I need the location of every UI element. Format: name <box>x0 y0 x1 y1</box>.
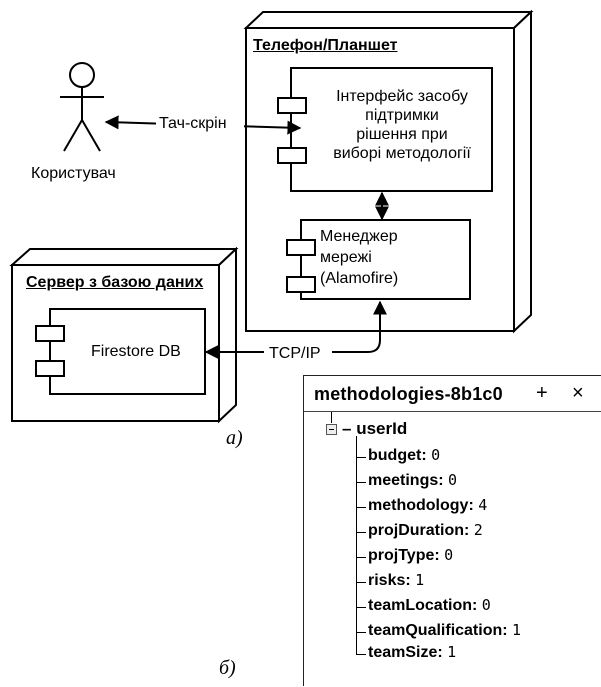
field-key: teamSize: <box>368 644 443 661</box>
root-prefix: – <box>342 419 352 438</box>
field-value: 1 <box>512 621 522 639</box>
field-key: risks: <box>368 572 411 589</box>
caption-b: б) <box>219 657 236 679</box>
touch-label-bg <box>156 113 244 133</box>
field-row-risks[interactable]: risks: 1 <box>368 571 424 590</box>
field-value: 1 <box>415 571 425 589</box>
branch-line <box>356 654 366 655</box>
document-tree: – userId budget: 0 meetings: 0 methodolo… <box>304 412 601 687</box>
deployment-diagram: Телефон/Планшет Інтерфейс засобу підтрим… <box>9 9 534 424</box>
branch-line <box>356 457 366 458</box>
field-row-budget[interactable]: budget: 0 <box>368 446 440 465</box>
caption-a: а) <box>226 427 243 449</box>
document-node[interactable]: – userId <box>342 419 407 439</box>
branch-line <box>356 507 366 508</box>
field-key: methodology: <box>368 497 474 514</box>
tree-trunk <box>356 436 357 654</box>
field-value: 0 <box>444 546 454 564</box>
network-component-line-2: мережі <box>320 249 372 266</box>
field-key: teamLocation: <box>368 597 478 614</box>
field-key: meetings: <box>368 472 444 489</box>
close-icon[interactable]: × <box>572 382 584 404</box>
field-row-teamsize[interactable]: teamSize: 1 <box>368 643 456 662</box>
tcp-label-bg <box>264 343 332 363</box>
field-row-projduration[interactable]: projDuration: 2 <box>368 521 483 540</box>
touch-link-label: Тач-скрін <box>159 115 227 132</box>
tcp-link-line <box>204 300 387 359</box>
branch-line <box>356 532 366 533</box>
network-component-line-3: (Alamofire) <box>320 270 399 287</box>
branch-line <box>356 557 366 558</box>
firestore-panel: methodologies-8b1c0 + × – userId budget:… <box>303 375 601 686</box>
field-value: 0 <box>431 446 441 464</box>
field-row-meetings[interactable]: meetings: 0 <box>368 471 457 490</box>
branch-line <box>356 607 366 608</box>
db-component-label: Firestore DB <box>91 343 181 360</box>
phone-node-title: Телефон/Планшет <box>253 37 398 54</box>
document-id: userId <box>356 419 408 438</box>
ui-component-line-2: підтримки <box>365 107 439 124</box>
field-row-projtype[interactable]: projType: 0 <box>368 546 453 565</box>
add-icon[interactable]: + <box>536 382 548 404</box>
field-value: 0 <box>481 596 491 614</box>
user-actor <box>60 62 104 152</box>
field-key: projDuration: <box>368 522 470 539</box>
field-row-teamlocation[interactable]: teamLocation: 0 <box>368 596 491 615</box>
actor-label: Користувач <box>31 165 116 182</box>
field-key: projType: <box>368 547 440 564</box>
field-value: 0 <box>448 471 458 489</box>
collection-title: methodologies-8b1c0 <box>314 384 503 404</box>
ui-component <box>277 67 493 192</box>
network-component <box>286 219 471 300</box>
field-value: 4 <box>478 496 488 514</box>
branch-line <box>356 582 366 583</box>
branch-line <box>356 632 366 633</box>
ui-component-line-3: рішення при <box>356 126 448 143</box>
tree-connector <box>331 412 332 423</box>
field-key: budget: <box>368 447 427 464</box>
network-component-line-1: Менеджер <box>320 228 398 245</box>
ui-component-line-1: Інтерфейс засобу <box>336 88 468 105</box>
server-node-title: Сервер з базою даних <box>26 274 204 291</box>
field-row-teamqualification[interactable]: teamQualification: 1 <box>368 621 521 640</box>
collapse-icon[interactable] <box>326 424 337 435</box>
diagram-canvas <box>9 9 534 424</box>
db-component <box>35 308 206 395</box>
field-value: 2 <box>473 521 483 539</box>
field-key: teamQualification: <box>368 622 508 639</box>
firestore-panel-header: methodologies-8b1c0 + × <box>304 376 601 412</box>
ui-component-line-4: виборі методології <box>333 145 471 162</box>
field-row-methodology[interactable]: methodology: 4 <box>368 496 487 515</box>
field-value: 1 <box>447 643 457 661</box>
branch-line <box>356 482 366 483</box>
tcp-link-label: TCP/IP <box>269 345 321 362</box>
